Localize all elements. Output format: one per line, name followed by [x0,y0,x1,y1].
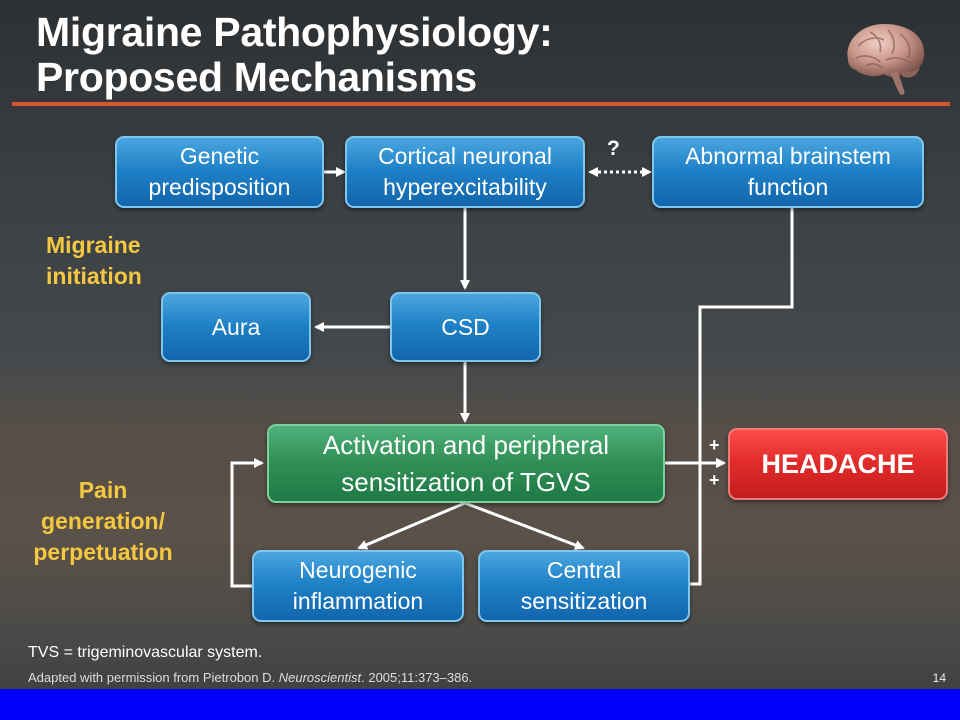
box-aura: Aura [161,292,311,362]
slide-title: Migraine Pathophysiology: Proposed Mecha… [36,9,553,100]
box-text-line: Activation and peripheral [322,429,610,460]
citation-suffix: . 2005;11:373–386. [361,670,473,685]
side-label-line: generation/ [41,508,165,534]
box-activation-tgvs: Activation and peripheral sensitization o… [267,424,665,503]
box-text-line: Abnormal brainstem [685,143,891,169]
side-label-line: Pain [78,477,128,503]
side-label-line: Migraine [46,232,141,258]
box-headache: HEADACHE [728,428,948,500]
box-abnormal-brainstem: Abnormal brainstem function [652,136,924,208]
box-genetic-predisposition: Genetic predisposition [115,136,324,208]
brain-icon [847,24,925,95]
side-label-line: initiation [46,263,142,289]
citation-prefix: Adapted with permission from Pietrobon D… [28,670,279,685]
citation: Adapted with permission from Pietrobon D… [28,670,472,685]
dotted-arrowhead-left [588,167,598,177]
bottom-band [0,689,960,720]
box-text-line: Neurogenic [299,557,417,583]
box-neurogenic-inflammation: Neurogenic inflammation [252,550,464,622]
title-line-2: Proposed Mechanisms [36,54,477,100]
plus-sign-upper: + [709,435,720,455]
plus-sign-lower: + [709,470,720,490]
citation-journal: Neuroscientist [278,670,362,685]
arrow-activation-to-neurogenic [357,501,466,550]
page-number: 14 [932,671,946,685]
side-label-line: perpetuation [33,539,173,565]
title-divider [12,102,950,106]
box-text-line: function [747,174,829,200]
box-text-line: sensitization [520,588,648,614]
arrow-brainstem-to-headache [698,207,794,468]
box-csd: CSD [390,292,541,362]
arrow-activation-to-central [464,501,585,550]
box-text-line: hyperexcitability [383,174,547,200]
uncertain-link-question-mark: ? [607,137,620,160]
footnote-abbreviation: TVS = trigeminovascular system. [28,644,263,661]
pain-generation-label: Pain generation/ perpetuation [20,475,186,568]
arrow-central-to-headache [690,463,702,586]
title-line-1: Migraine Pathophysiology: [36,9,553,55]
box-central-sensitization: Central sensitization [478,550,690,622]
box-text-line: inflammation [292,588,424,614]
box-text-line: Central [546,557,622,583]
box-text-line: Genetic [179,143,260,169]
migraine-initiation-label: Migraine initiation [46,230,142,292]
dotted-arrowhead-right [642,167,652,177]
box-text-line: sensitization of TGVS [341,466,591,497]
box-cortical-hyperexcitability: Cortical neuronal hyperexcitability [345,136,585,208]
arrow-neurogenic-feedback [230,458,264,588]
box-text-line: predisposition [148,174,291,200]
box-text-line: Cortical neuronal [378,143,552,169]
